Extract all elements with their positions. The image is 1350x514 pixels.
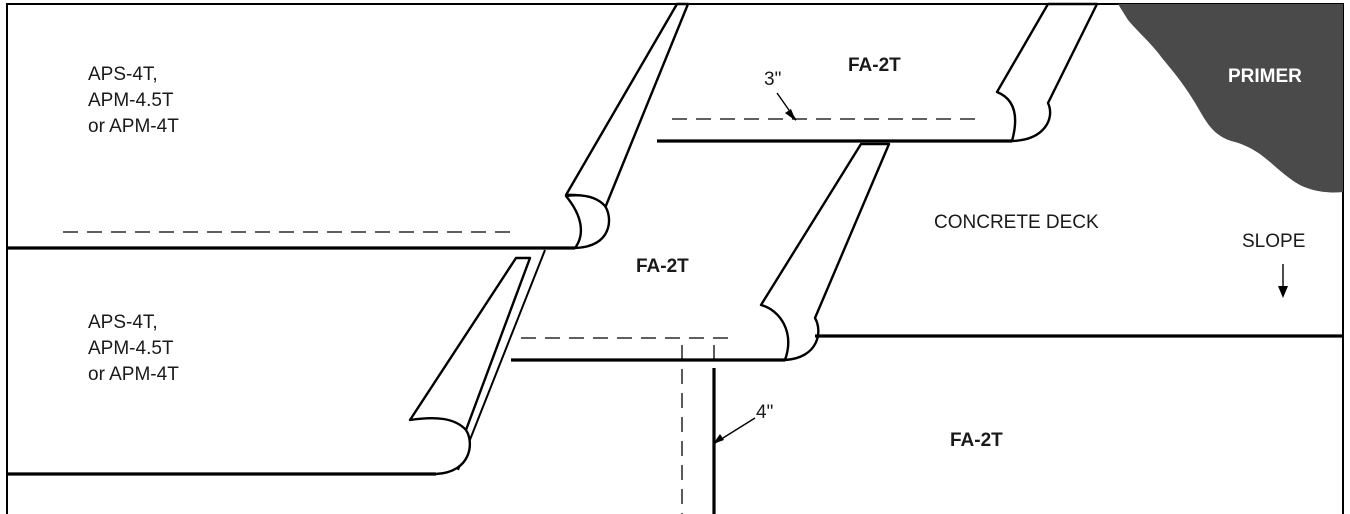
slope-arrowhead	[1278, 286, 1288, 298]
top-fa2t-sheet: FA-2T 3"	[564, 2, 1099, 210]
upper-left-sheet-label-2: APM-4.5T	[88, 90, 174, 111]
lap-3in-arrowhead	[785, 109, 796, 121]
primer-area	[1118, 4, 1343, 193]
lap-4in-label: 4"	[756, 402, 773, 423]
diagram-frame	[6, 3, 1344, 514]
middle-sheet-label: FA-2T	[636, 256, 689, 277]
lower-left-sheet-curl	[408, 256, 532, 476]
bottom-right-fa2t-sheet: FA-2T 4"	[712, 334, 1343, 514]
concrete-deck-label: CONCRETE DECK	[934, 212, 1099, 233]
top-sheet-label: FA-2T	[848, 55, 901, 76]
lower-left-sheet-label-1: APS-4T,	[88, 312, 158, 333]
top-sheet-curl	[995, 2, 1099, 143]
middle-sheet-left-edge	[457, 249, 546, 471]
middle-fa2t-sheet: FA-2T	[457, 142, 891, 514]
upper-left-sheet-label-3: or APM-4T	[88, 116, 179, 137]
upper-left-sheet-label-1: APS-4T,	[88, 64, 158, 85]
top-sheet-left-curl	[564, 2, 690, 210]
primer-label: PRIMER	[1228, 66, 1302, 87]
bottom-right-sheet-label: FA-2T	[950, 430, 1003, 451]
middle-sheet-curl	[759, 142, 891, 362]
upper-left-sheet: APS-4T, APM-4.5T or APM-4T	[7, 64, 611, 250]
lap-4in-arrowhead	[713, 434, 724, 444]
lower-left-sheet: APS-4T, APM-4.5T or APM-4T	[7, 256, 532, 476]
upper-left-sheet-curl	[564, 194, 611, 250]
lower-left-sheet-label-2: APM-4.5T	[88, 338, 174, 359]
slope-label: SLOPE	[1242, 231, 1305, 252]
lap-3in-label: 3"	[764, 69, 781, 90]
lower-left-sheet-label-3: or APM-4T	[88, 364, 179, 385]
